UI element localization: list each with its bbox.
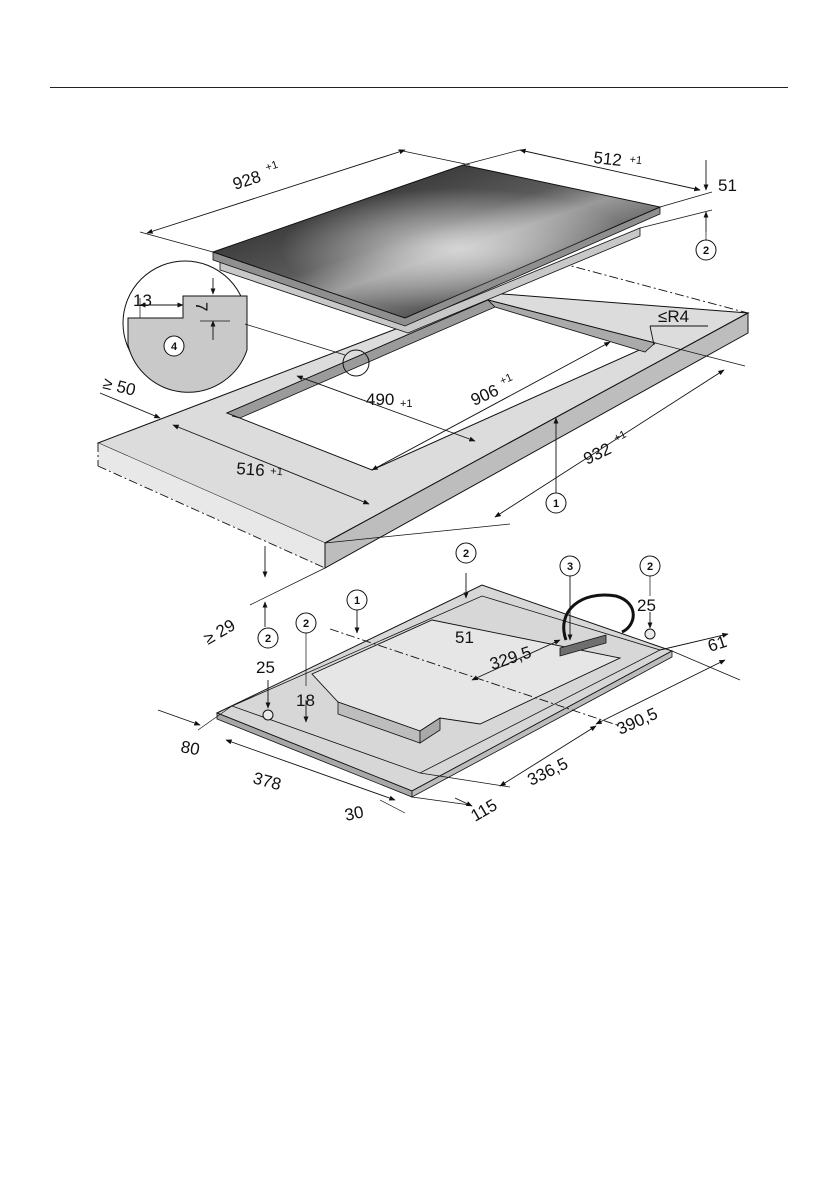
label-d30: 30 xyxy=(343,802,365,825)
callout-markers: 2 4 1 2 3 2 1 2 2 xyxy=(163,239,717,649)
callout-1-underside xyxy=(346,589,368,611)
callout-3-cable xyxy=(559,555,581,577)
svg-text:2: 2 xyxy=(463,548,469,560)
svg-text:+1: +1 xyxy=(612,428,629,444)
callout-4-detail xyxy=(163,335,185,357)
callout-2-mid-left xyxy=(295,612,317,634)
svg-text:2: 2 xyxy=(303,618,309,630)
callout-2-top xyxy=(695,239,717,261)
svg-text:+1: +1 xyxy=(264,159,280,174)
svg-text:+1: +1 xyxy=(400,398,413,410)
label-d390-5: 390,5 xyxy=(614,704,661,739)
svg-text:1: 1 xyxy=(354,595,360,607)
label-cutout-width: 490 xyxy=(366,390,394,409)
svg-text:+1: +1 xyxy=(629,154,643,167)
label-d25-right: 25 xyxy=(637,596,656,615)
callout-2-center xyxy=(455,542,477,564)
label-rebate-width: 516 xyxy=(236,459,266,480)
hob-underside xyxy=(215,584,674,798)
label-d336-5: 336,5 xyxy=(524,754,571,790)
svg-text:4: 4 xyxy=(171,341,178,353)
svg-text:2: 2 xyxy=(703,245,709,257)
callout-2-left xyxy=(257,627,279,649)
label-hob-length: 928 xyxy=(230,167,263,194)
edge-detail-circle xyxy=(122,260,370,393)
label-step-depth: 7 xyxy=(192,302,211,311)
label-hob-height: 51 xyxy=(718,176,737,195)
label-d378: 378 xyxy=(251,769,283,795)
label-d115: 115 xyxy=(468,795,501,825)
label-d18: 18 xyxy=(296,691,315,710)
label-hob-width: 512 xyxy=(593,148,623,170)
label-worktop-min: ≥ 29 xyxy=(201,616,239,649)
dimension-lines-top xyxy=(99,148,746,627)
label-step-width: 13 xyxy=(133,291,152,310)
svg-text:1: 1 xyxy=(553,498,559,510)
svg-text:3: 3 xyxy=(567,561,573,573)
label-d80: 80 xyxy=(179,737,201,759)
callout-1-worktop xyxy=(545,492,567,514)
label-d51: 51 xyxy=(455,628,474,647)
page-header-rule xyxy=(50,87,788,88)
label-d61: 61 xyxy=(705,632,729,656)
callout-2-right xyxy=(639,555,661,577)
dimension-lines-underside xyxy=(157,573,741,814)
svg-text:2: 2 xyxy=(265,633,271,645)
svg-text:2: 2 xyxy=(647,561,653,573)
svg-text:+1: +1 xyxy=(270,465,283,478)
label-radius: ≤R4 xyxy=(658,307,689,326)
svg-text:+1: +1 xyxy=(498,372,514,388)
label-d25-left: 25 xyxy=(256,658,275,677)
